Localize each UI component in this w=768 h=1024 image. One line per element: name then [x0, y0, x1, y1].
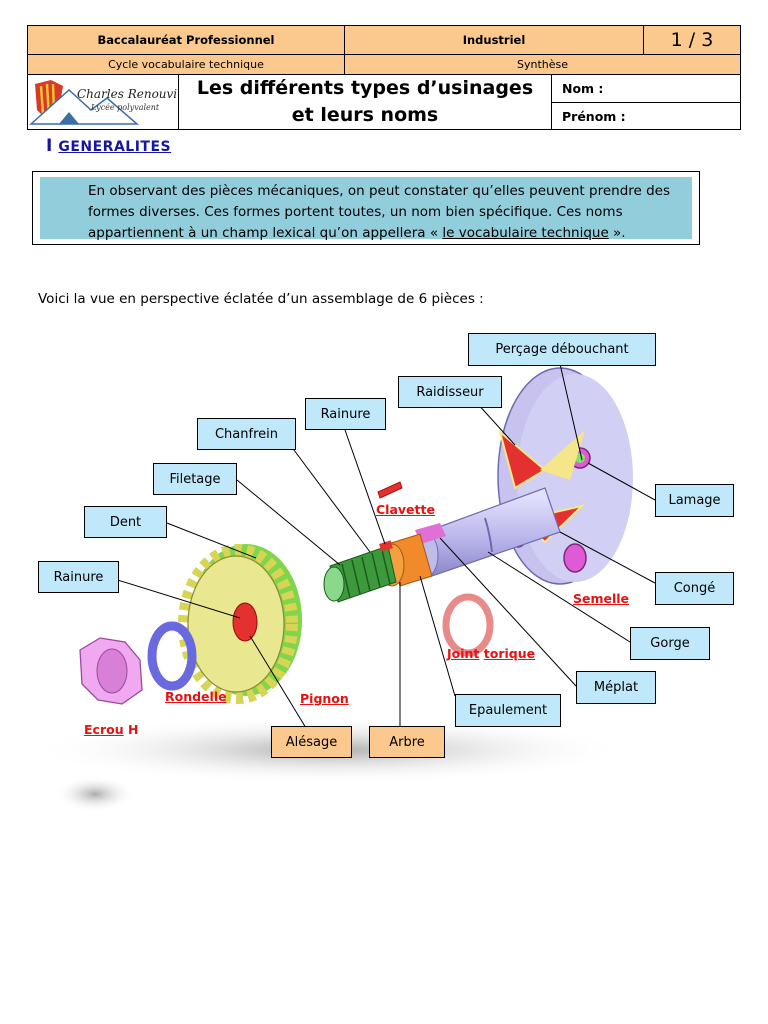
part-clavette: Clavette [376, 502, 435, 517]
label-rainure-top: Rainure [305, 398, 386, 430]
page-number: 1 / 3 [643, 25, 741, 55]
label-rainure-left: Rainure [38, 561, 119, 593]
section-number: I [46, 136, 53, 156]
exploded-view-diagram: Perçage débouchant Raidisseur Rainure Ch… [0, 320, 768, 840]
nom-label: Nom : [562, 81, 604, 96]
page-title: Les différents types d’usinages et leurs… [178, 74, 552, 130]
label-meplat: Méplat [576, 671, 656, 704]
prenom-label: Prénom : [562, 108, 626, 124]
alesage-bore [232, 602, 258, 642]
label-percage: Perçage débouchant [468, 333, 656, 366]
doc-type-cell: Synthèse [344, 54, 741, 75]
school-sub: Lycée polyvalent [90, 103, 160, 112]
joint-torique-ring [442, 593, 494, 657]
raidisseur [498, 429, 547, 490]
clavette-key [377, 481, 403, 499]
label-arbre: Arbre [369, 726, 445, 758]
part-joint-torique: Joint torique [447, 646, 536, 661]
intro-box: En observant des pièces mécaniques, on p… [32, 171, 700, 245]
meplat-flat [415, 523, 446, 544]
label-alesage: Alésage [271, 726, 352, 758]
intro-text-before: En observant des pièces mécaniques, on p… [88, 183, 671, 241]
label-lamage: Lamage [655, 484, 734, 517]
gorge-groove [484, 517, 493, 553]
label-dent: Dent [84, 506, 167, 538]
intro-text-after: ». [608, 225, 626, 241]
label-chanfrein: Chanfrein [197, 418, 296, 450]
intro-term: le vocabulaire technique [442, 225, 609, 241]
exam-cell: Baccalauréat Professionnel [27, 25, 345, 55]
label-raidisseur: Raidisseur [398, 376, 502, 408]
pignon-gear [178, 544, 302, 704]
leader-lines [107, 363, 656, 729]
school-logo: Charles Renouvier Lycée polyvalent [27, 74, 179, 130]
assembly-drawing [30, 363, 656, 812]
header-table: Baccalauréat Professionnel Industriel 1 … [27, 25, 741, 130]
part-ecrou: Ecrou H [84, 722, 139, 737]
section-heading: I GENERALITES [46, 136, 171, 156]
semelle-flange [497, 367, 633, 585]
label-filetage: Filetage [153, 463, 237, 495]
rondelle-washer [147, 621, 197, 691]
ecrou-nut [79, 637, 143, 705]
field-cell: Industriel [344, 25, 644, 55]
prenom-field[interactable]: Prénom : [551, 102, 741, 130]
arbre-shaft [323, 487, 561, 603]
part-rondelle: Rondelle [165, 689, 227, 704]
part-semelle: Semelle [573, 591, 630, 606]
label-conge: Congé [655, 572, 734, 605]
section-title: GENERALITES [58, 139, 172, 155]
school-name: Charles Renouvier [77, 87, 177, 101]
intro-text: En observant des pièces mécaniques, on p… [40, 177, 692, 241]
figure-caption: Voici la vue en perspective éclatée d’un… [38, 291, 484, 307]
cycle-cell: Cycle vocabulaire technique [27, 54, 345, 75]
label-gorge: Gorge [630, 627, 710, 660]
label-epaulement: Epaulement [455, 694, 561, 727]
nom-field[interactable]: Nom : [551, 74, 741, 103]
part-pignon: Pignon [300, 691, 349, 706]
